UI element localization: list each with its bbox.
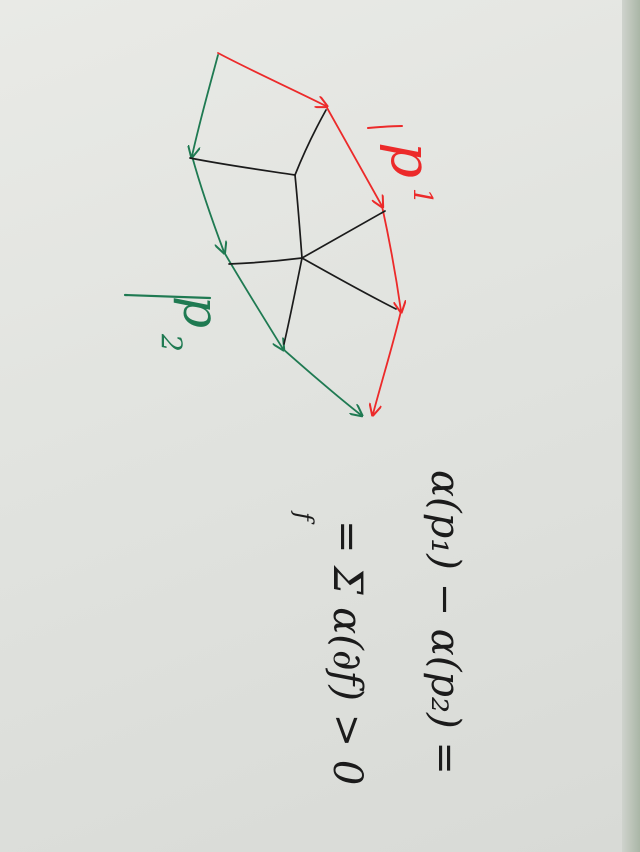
- label-p2-subscript: 2: [155, 333, 188, 352]
- equation-line-2: = Σ α(∂f) > 0: [324, 520, 370, 785]
- label-p1-letter: p: [378, 142, 443, 178]
- paper-edge-shadow: [622, 0, 640, 852]
- interior-graph: [189, 109, 397, 345]
- black-edge-c: [294, 174, 303, 259]
- black-edge-b: [294, 109, 327, 176]
- label-p1-stroke: [367, 125, 403, 129]
- equation: α(p₁) − α(p₂) = = Σ α(∂f) > 0 f: [290, 470, 468, 785]
- label-p2: p 2: [155, 296, 230, 352]
- red-edge-1: [217, 52, 326, 106]
- label-p2-stroke: [123, 293, 212, 300]
- black-edge-d: [301, 210, 386, 259]
- red-edge-4: [373, 310, 402, 414]
- red-edge-2: [325, 105, 382, 206]
- red-path-p1: [217, 52, 402, 414]
- red-edge-3: [381, 205, 401, 311]
- black-edge-f: [283, 257, 303, 345]
- equation-line-1: α(p₁) − α(p₂) =: [422, 470, 468, 775]
- green-edge-4: [282, 348, 361, 415]
- black-edge-a: [189, 157, 296, 176]
- black-edge-e: [301, 257, 397, 310]
- green-edge-3: [223, 251, 283, 349]
- equation-line-2-subscript: f: [290, 510, 318, 525]
- green-edge-2: [191, 155, 224, 252]
- green-edge-1: [192, 54, 219, 156]
- label-p2-letter: p: [172, 296, 230, 328]
- label-p1: p 1: [378, 142, 443, 204]
- green-path-p2: [191, 54, 361, 415]
- label-p1-subscript: 1: [407, 188, 437, 205]
- black-edge-g: [228, 257, 303, 265]
